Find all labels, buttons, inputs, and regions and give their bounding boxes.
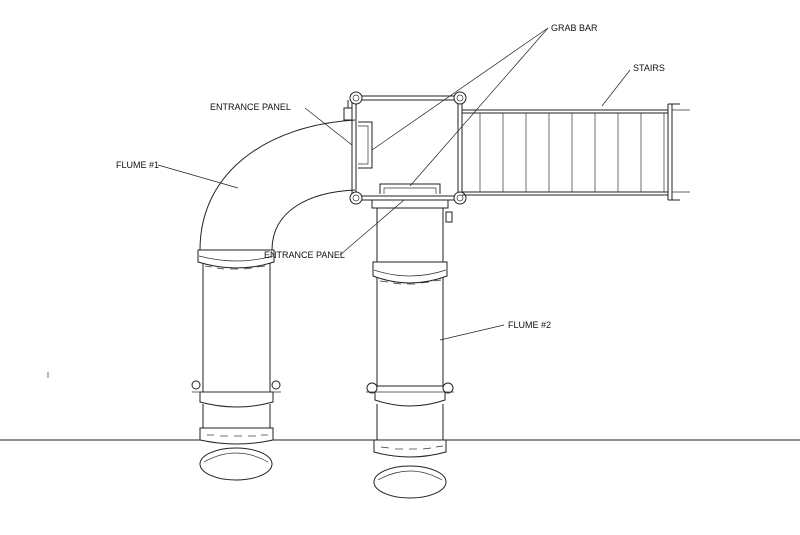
tower-platform	[343, 91, 467, 223]
grab-bar-vertical	[358, 121, 373, 169]
label-stairs: STAIRS	[633, 63, 665, 73]
label-entrance-panel-top: ENTRANCE PANEL	[210, 102, 291, 112]
grab-bar-horizontal	[379, 183, 441, 194]
flume-1	[191, 119, 356, 481]
label-grab-bar: GRAB BAR	[551, 23, 598, 33]
stairs	[462, 103, 690, 201]
label-entrance-panel-mid: ENTRANCE PANEL	[264, 250, 345, 260]
label-flume-2: FLUME #2	[508, 320, 551, 330]
flume-2	[366, 200, 454, 499]
label-flume-1: FLUME #1	[116, 160, 159, 170]
leader-lines	[157, 27, 631, 341]
